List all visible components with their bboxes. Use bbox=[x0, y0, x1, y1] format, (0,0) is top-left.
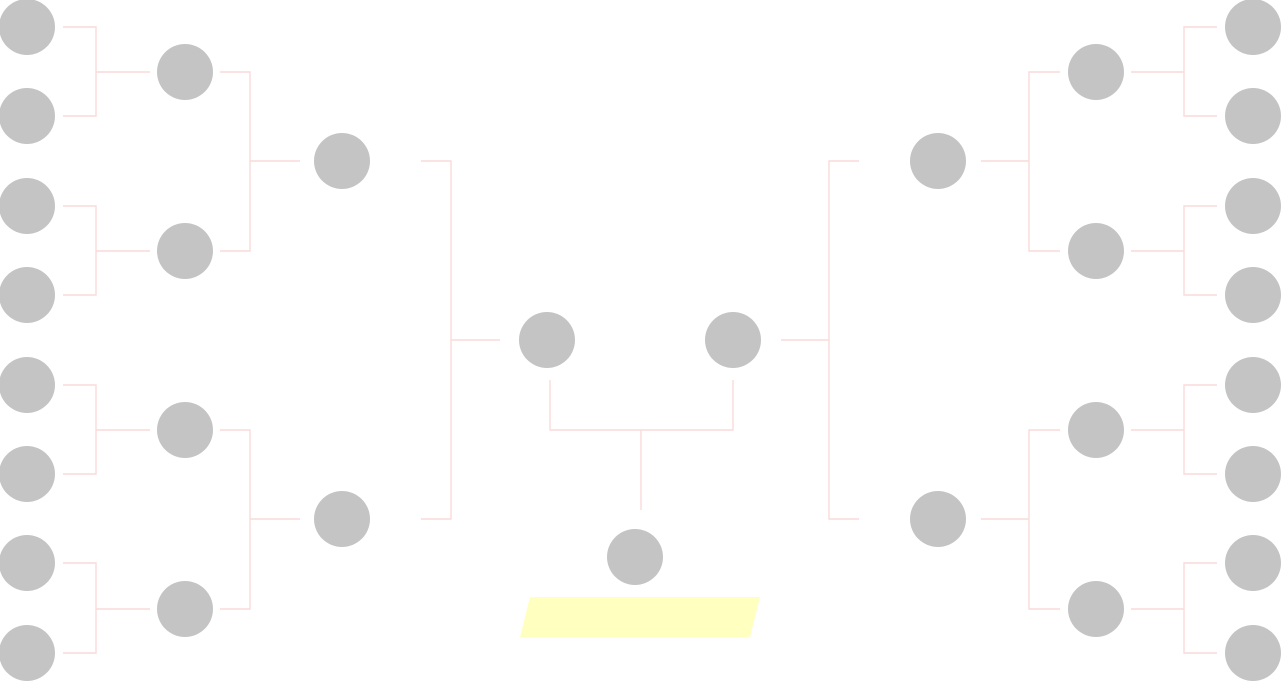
right-r1-connector-4 bbox=[1183, 562, 1217, 654]
left-round2-slot-2 bbox=[157, 223, 213, 279]
right-r3-connector bbox=[828, 160, 859, 520]
right-finalist-slot bbox=[705, 312, 761, 368]
left-finalist-slot bbox=[519, 312, 575, 368]
left-round1-slot-8 bbox=[0, 625, 55, 681]
final-connector bbox=[549, 380, 734, 431]
champion-banner bbox=[520, 597, 760, 637]
left-round1-slot-7 bbox=[0, 535, 55, 591]
left-r3-connector bbox=[421, 160, 452, 520]
left-r1-connector-3 bbox=[63, 384, 97, 475]
right-round3-slot-1 bbox=[910, 133, 966, 189]
left-round1-slot-3 bbox=[0, 178, 55, 234]
left-round1-slot-5 bbox=[0, 357, 55, 413]
left-r2-connector-1 bbox=[220, 71, 251, 252]
right-round1-slot-5 bbox=[1225, 357, 1281, 413]
left-round1-slot-1 bbox=[0, 0, 55, 55]
left-round2-slot-3 bbox=[157, 402, 213, 458]
right-round2-slot-2 bbox=[1068, 223, 1124, 279]
left-round1-slot-6 bbox=[0, 446, 55, 502]
right-round1-slot-8 bbox=[1225, 625, 1281, 681]
champion-slot bbox=[607, 529, 663, 585]
right-round1-slot-1 bbox=[1225, 0, 1281, 55]
right-round1-slot-6 bbox=[1225, 446, 1281, 502]
left-r2-connector-2 bbox=[220, 429, 251, 610]
right-round2-slot-4 bbox=[1068, 581, 1124, 637]
left-round1-slot-2 bbox=[0, 88, 55, 144]
right-r1-connector-2 bbox=[1183, 205, 1217, 296]
right-r1-connector-3 bbox=[1183, 384, 1217, 475]
right-r2-connector-2 bbox=[1028, 429, 1060, 610]
right-round2-slot-3 bbox=[1068, 402, 1124, 458]
left-round2-slot-1 bbox=[157, 44, 213, 100]
left-r1-connector-2 bbox=[63, 205, 97, 296]
right-round1-slot-3 bbox=[1225, 178, 1281, 234]
right-round1-slot-4 bbox=[1225, 267, 1281, 323]
left-round2-slot-4 bbox=[157, 581, 213, 637]
right-round2-slot-1 bbox=[1068, 44, 1124, 100]
right-round1-slot-7 bbox=[1225, 535, 1281, 591]
left-r1-connector-4 bbox=[63, 562, 97, 654]
left-round3-slot-2 bbox=[314, 491, 370, 547]
right-r2-connector-1 bbox=[1028, 71, 1060, 252]
right-round1-slot-2 bbox=[1225, 88, 1281, 144]
left-round1-slot-4 bbox=[0, 267, 55, 323]
right-round3-slot-2 bbox=[910, 491, 966, 547]
right-r1-connector-1 bbox=[1183, 26, 1217, 117]
bracket-connectors bbox=[63, 26, 1217, 654]
left-round3-slot-1 bbox=[314, 133, 370, 189]
left-r1-connector-1 bbox=[63, 26, 97, 117]
